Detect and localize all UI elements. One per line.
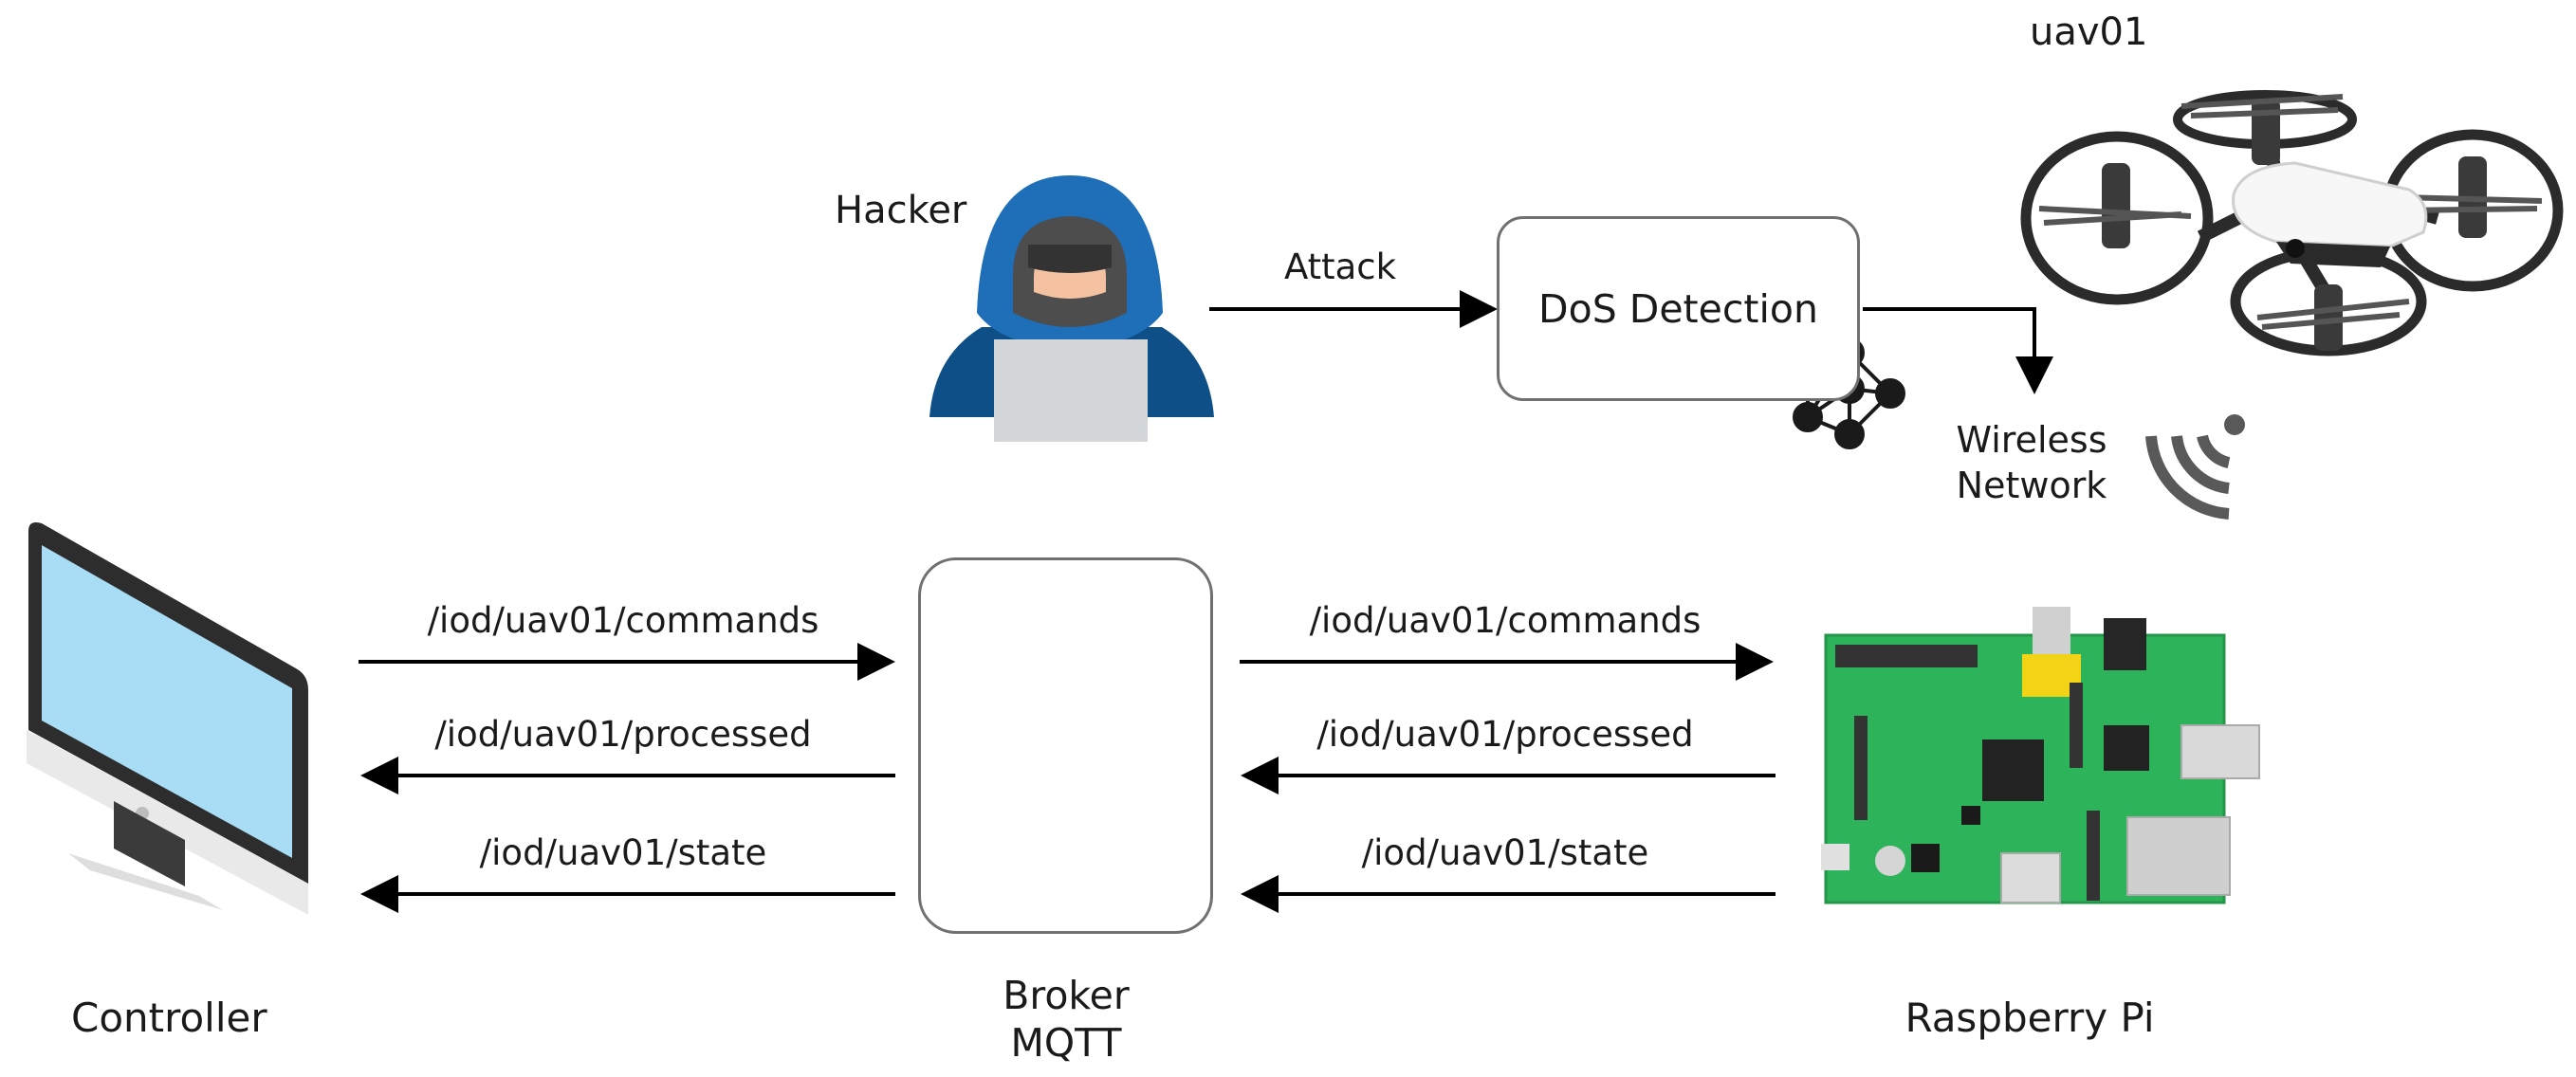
topic-left-state: /iod/uav01/state (479, 832, 767, 873)
wireless-network-label: Wireless Network (1957, 417, 2107, 508)
dos-detection-box: DoS Detection (1497, 216, 1860, 401)
hacker-label: Hacker (835, 189, 967, 232)
attack-label: Attack (1283, 246, 1397, 287)
topic-left-commands: /iod/uav01/commands (427, 600, 819, 641)
wireless-label-line1: Wireless (1956, 419, 2107, 461)
hacker-icon (929, 175, 1214, 442)
topic-left-processed: /iod/uav01/processed (434, 714, 812, 755)
drone-icon (2020, 90, 2564, 356)
broker-mqtt-label: Broker MQTT (1003, 972, 1130, 1067)
controller-label: Controller (71, 995, 267, 1041)
topic-right-state: /iod/uav01/state (1361, 832, 1649, 873)
wifi-icon (2145, 414, 2245, 520)
topic-right-commands: /iod/uav01/commands (1309, 600, 1702, 641)
broker-label-line1: Broker (1003, 973, 1130, 1018)
broker-label-line2: MQTT (1010, 1020, 1122, 1066)
broker-box (918, 557, 1213, 934)
topic-right-processed: /iod/uav01/processed (1316, 714, 1694, 755)
raspberry-pi-label: Raspberry Pi (1904, 995, 2155, 1041)
raspberry-pi-board (1821, 607, 2260, 904)
monitor-icon (27, 522, 308, 915)
wireless-label-line2: Network (1956, 465, 2107, 506)
uav-label: uav01 (2030, 10, 2148, 54)
dos-detection-label: DoS Detection (1538, 285, 1818, 332)
dos-to-wireless-arrow (1863, 307, 2053, 394)
